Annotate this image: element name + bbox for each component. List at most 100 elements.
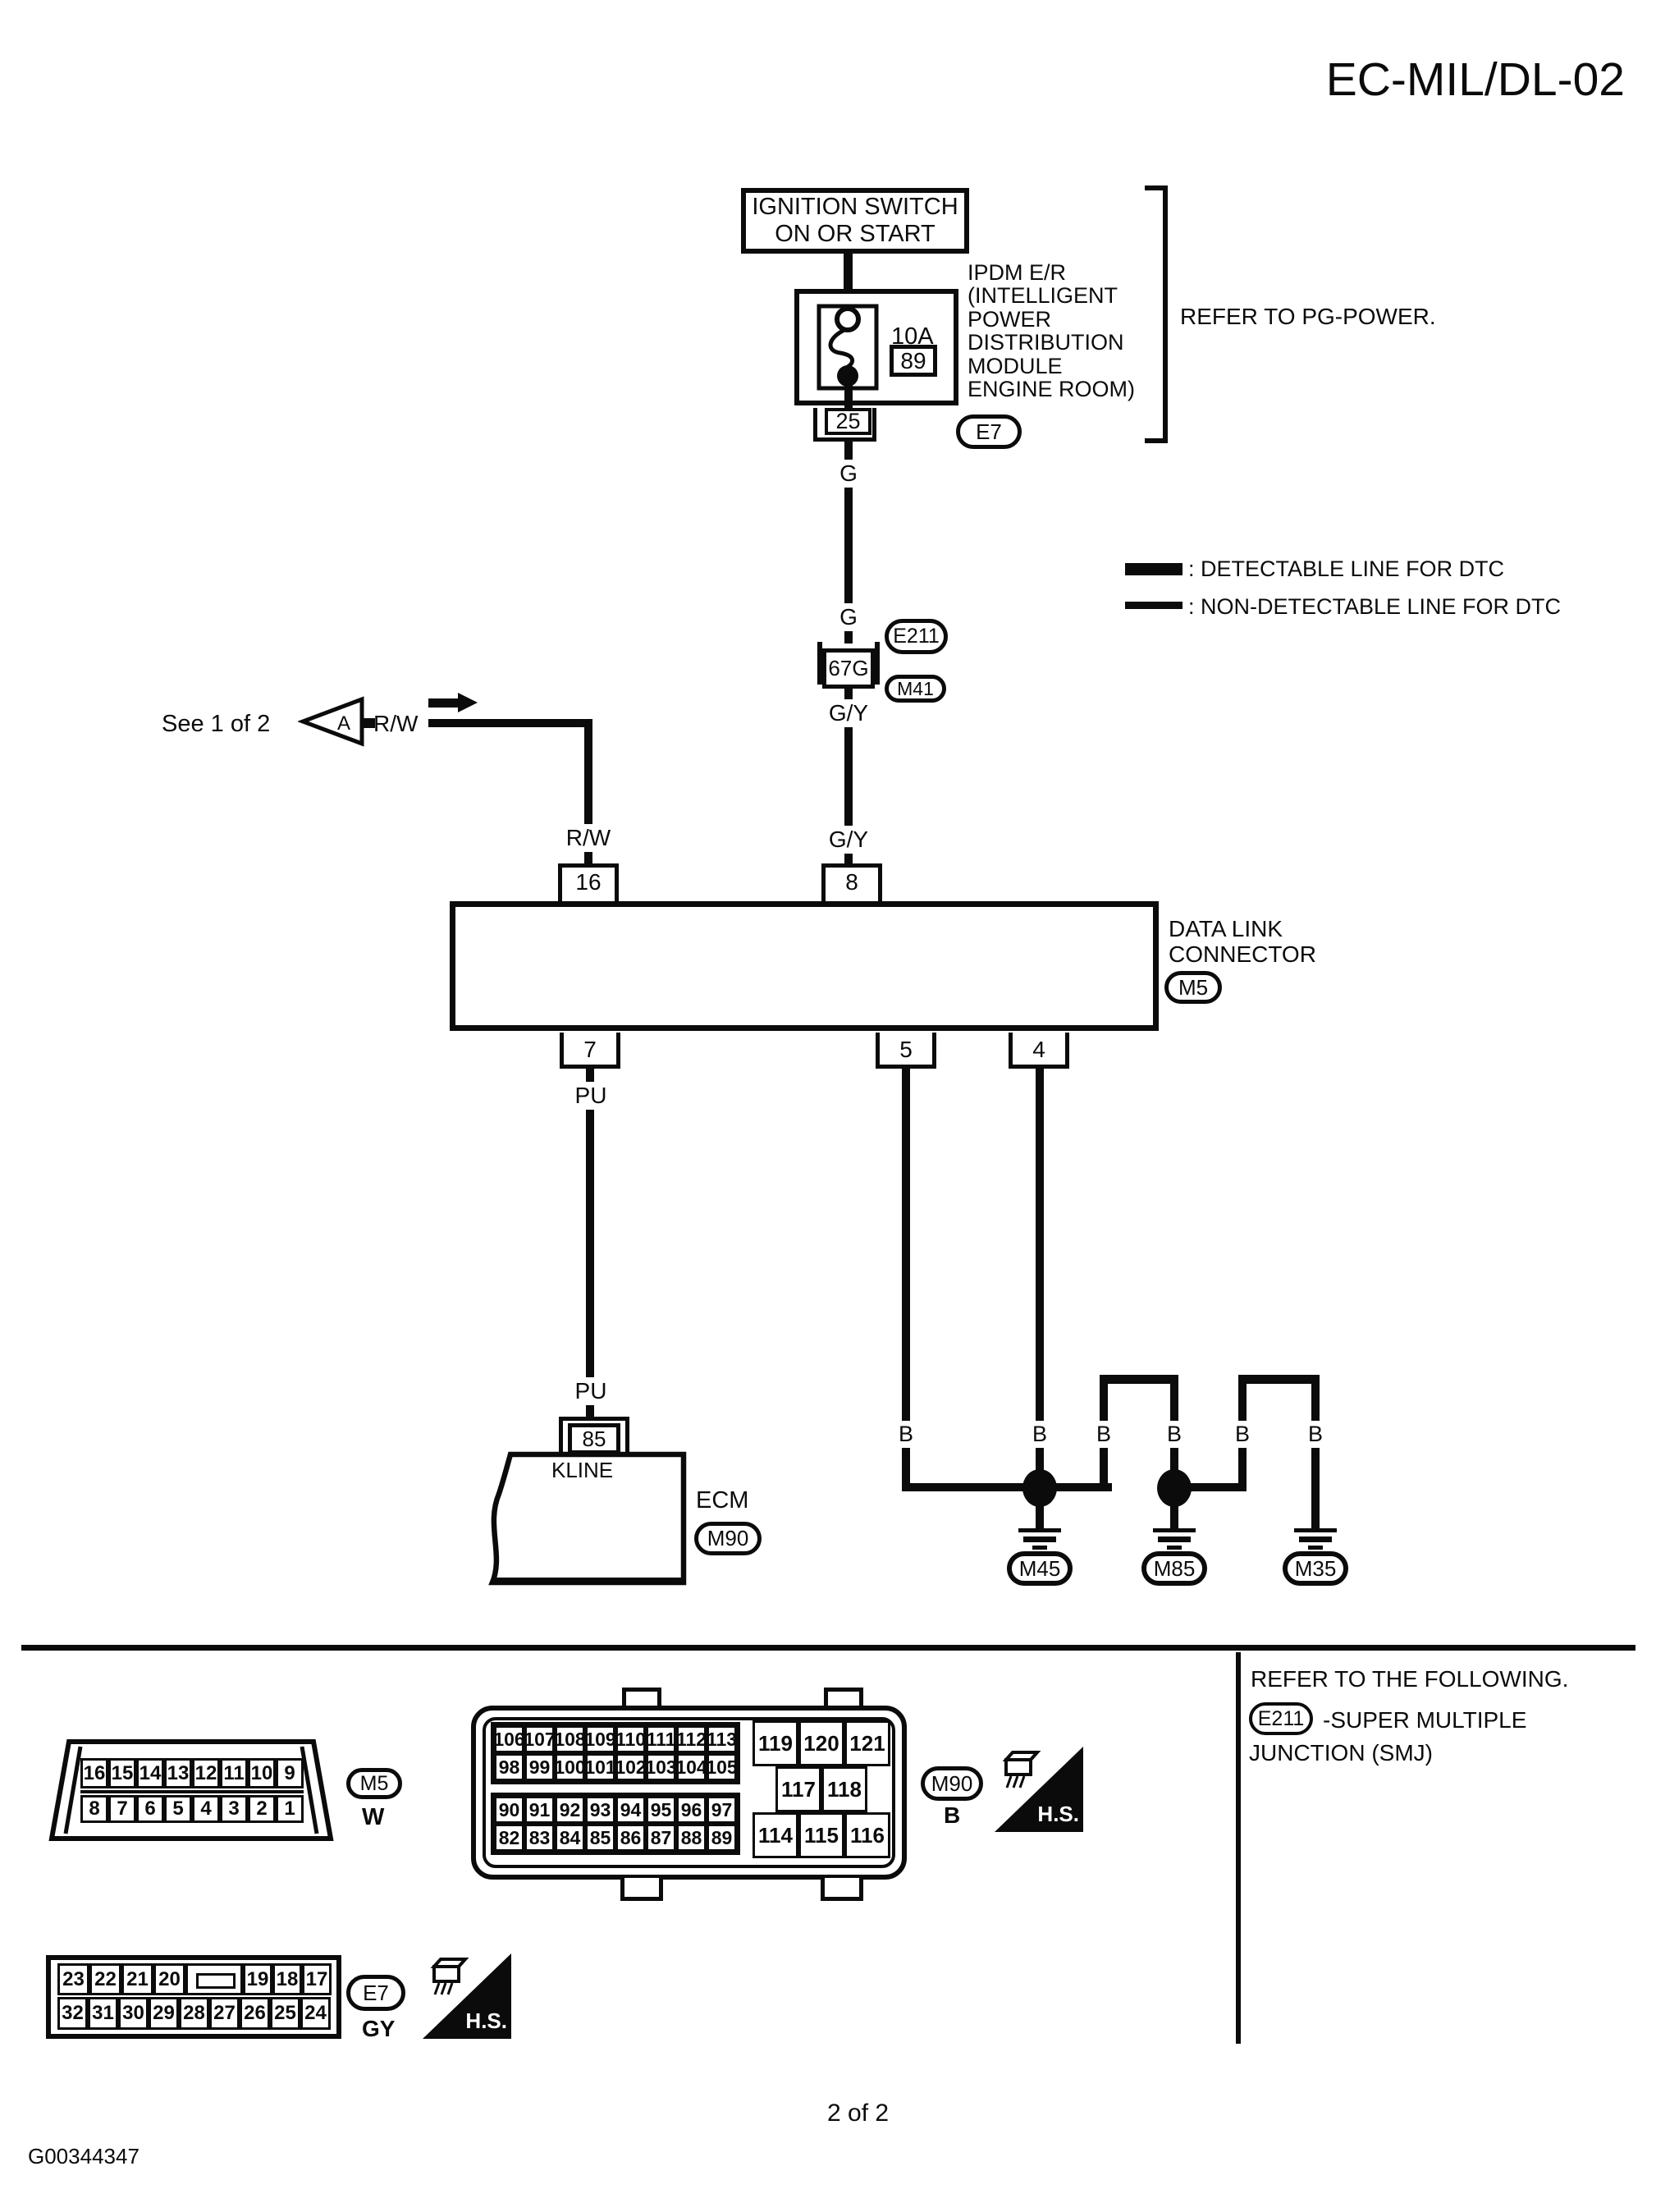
ipdm-label: IPDM E/R (INTELLIGENT POWER DISTRIBUTION… bbox=[968, 261, 1135, 401]
pin-cell: 84 bbox=[555, 1824, 585, 1852]
m5-row-separator bbox=[80, 1790, 304, 1793]
ipdm-bracket-bottom-tick bbox=[1145, 438, 1168, 443]
smj-pin-box: 67G bbox=[822, 648, 875, 689]
smj-pin-number: 67G bbox=[828, 656, 869, 680]
hs-logo-icon-m90: H.S. bbox=[995, 1747, 1083, 1832]
connector-tag-m5: M5 bbox=[1164, 971, 1222, 1004]
dlc-pin-4: 4 bbox=[1009, 1033, 1069, 1069]
refer-following-title: REFER TO THE FOLLOWING. bbox=[1251, 1666, 1569, 1692]
ground-icon-m85-bar3 bbox=[1167, 1546, 1182, 1550]
ground-tag-m35-text: M35 bbox=[1294, 1555, 1337, 1581]
wire-rw-vertical bbox=[584, 719, 592, 863]
hook2-right-leg bbox=[1311, 1375, 1320, 1531]
pin-cell: 98 bbox=[494, 1753, 524, 1781]
smj-bracket-right bbox=[875, 642, 880, 685]
wire-pu-label-2: PU bbox=[573, 1377, 609, 1405]
pin-cell: 87 bbox=[646, 1824, 676, 1852]
pin25-number: 25 bbox=[835, 409, 861, 433]
ipdm-bracket-top-tick bbox=[1145, 185, 1168, 190]
pin-cell: 1 bbox=[276, 1795, 304, 1823]
pinout-tag-e7-text: E7 bbox=[363, 1980, 389, 2005]
pin-cell: 92 bbox=[555, 1796, 585, 1824]
fuse-number: 89 bbox=[900, 347, 926, 373]
dlc-pin-16: 16 bbox=[558, 863, 619, 901]
pin-cell: 114 bbox=[753, 1812, 798, 1858]
pin-cell: 88 bbox=[676, 1824, 707, 1852]
pin-cell: 21 bbox=[121, 1963, 153, 1995]
ipdm-line: MODULE bbox=[968, 353, 1063, 378]
pin25-box: 25 bbox=[825, 408, 871, 435]
pin-cell: 8 bbox=[80, 1795, 108, 1823]
pin-cell: 111 bbox=[646, 1725, 676, 1753]
section-separator-line bbox=[21, 1645, 1635, 1651]
pin-cell: 85 bbox=[585, 1824, 615, 1852]
ignition-switch-box: IGNITION SWITCH ON OR START bbox=[741, 188, 969, 254]
ecm-box-outline bbox=[488, 1451, 687, 1586]
pin-cell: 95 bbox=[646, 1796, 676, 1824]
ipdm-line: POWER bbox=[968, 306, 1052, 332]
pin-cell: 89 bbox=[707, 1824, 737, 1852]
refer-pg-power-note: REFER TO PG-POWER. bbox=[1180, 304, 1436, 329]
page-number: 2 of 2 bbox=[827, 2100, 890, 2127]
pin-cell: 22 bbox=[89, 1963, 121, 1995]
pin-cell: 102 bbox=[615, 1753, 647, 1781]
ignition-line2: ON OR START bbox=[775, 221, 936, 247]
pin-cell: 90 bbox=[494, 1796, 524, 1824]
connector-tag-e7-text: E7 bbox=[976, 419, 1002, 444]
dlc-pin-8: 8 bbox=[821, 863, 882, 901]
m5-color-code: W bbox=[362, 1804, 385, 1830]
ground-icon-m35-bar2 bbox=[1299, 1536, 1332, 1542]
wire-gy bbox=[844, 689, 853, 863]
junction-dot-icon-m85 bbox=[1157, 1469, 1192, 1507]
pin-cell: 105 bbox=[706, 1753, 738, 1781]
connector-tag-e211-text: E211 bbox=[893, 625, 940, 648]
pinout-tag-m90: M90 bbox=[921, 1766, 983, 1801]
fuse-icon bbox=[817, 304, 879, 391]
see-reference-text: See 1 of 2 bbox=[162, 711, 271, 737]
e7-color-code: GY bbox=[362, 2016, 396, 2041]
pin-cell: 101 bbox=[584, 1753, 616, 1781]
pinout-tag-m5: M5 bbox=[346, 1768, 402, 1799]
pin-cell: 115 bbox=[798, 1812, 844, 1858]
wire-gy-label-1: G/Y bbox=[821, 699, 876, 727]
m90-connector-inner bbox=[483, 1717, 895, 1868]
dlc-pin-7: 7 bbox=[560, 1033, 620, 1069]
ecm-kline-label: KLINE bbox=[551, 1458, 614, 1482]
legend-detectable-text: : DETECTABLE LINE FOR DTC bbox=[1188, 556, 1505, 581]
ground-bus-2 bbox=[1040, 1483, 1112, 1491]
pin-cell: 104 bbox=[675, 1753, 707, 1781]
wire-pu-label-1: PU bbox=[573, 1082, 609, 1110]
pin-cell: 100 bbox=[554, 1753, 586, 1781]
pin-cell: 29 bbox=[149, 1997, 179, 2030]
pin-cell: 20 bbox=[153, 1963, 185, 1995]
ref-triangle-icon: A bbox=[298, 696, 364, 747]
pin25-bracket bbox=[813, 408, 876, 442]
arrow-right-icon-head bbox=[458, 693, 478, 712]
wire-b-label-3: B bbox=[1090, 1421, 1118, 1448]
pin-cell: 86 bbox=[615, 1824, 646, 1852]
rw-stub bbox=[362, 718, 375, 728]
pin-cell: 108 bbox=[554, 1725, 586, 1753]
pin-cell: 16 bbox=[80, 1758, 108, 1788]
hook1-top-bar bbox=[1100, 1375, 1178, 1384]
e7-blank-slot bbox=[185, 1963, 243, 1995]
footer-tag-e211: E211 bbox=[1249, 1702, 1313, 1735]
wire-g bbox=[844, 442, 853, 643]
doc-id: G00344347 bbox=[28, 2144, 140, 2168]
pin-cell: 106 bbox=[493, 1725, 525, 1753]
pin-cell: 110 bbox=[615, 1725, 646, 1753]
dlc-pin-7-number: 7 bbox=[583, 1037, 597, 1062]
wire-gy-label-2: G/Y bbox=[821, 826, 876, 854]
dlc-name-line2: CONNECTOR bbox=[1169, 941, 1316, 967]
connector-tag-m41-text: M41 bbox=[897, 677, 934, 699]
ground-bus-1 bbox=[902, 1483, 1043, 1491]
connector-tag-e211: E211 bbox=[885, 619, 948, 654]
ecm-pin85-bracket bbox=[559, 1417, 629, 1454]
ground-tag-m85: M85 bbox=[1141, 1551, 1207, 1586]
wire-b-label-6: B bbox=[1301, 1421, 1329, 1448]
